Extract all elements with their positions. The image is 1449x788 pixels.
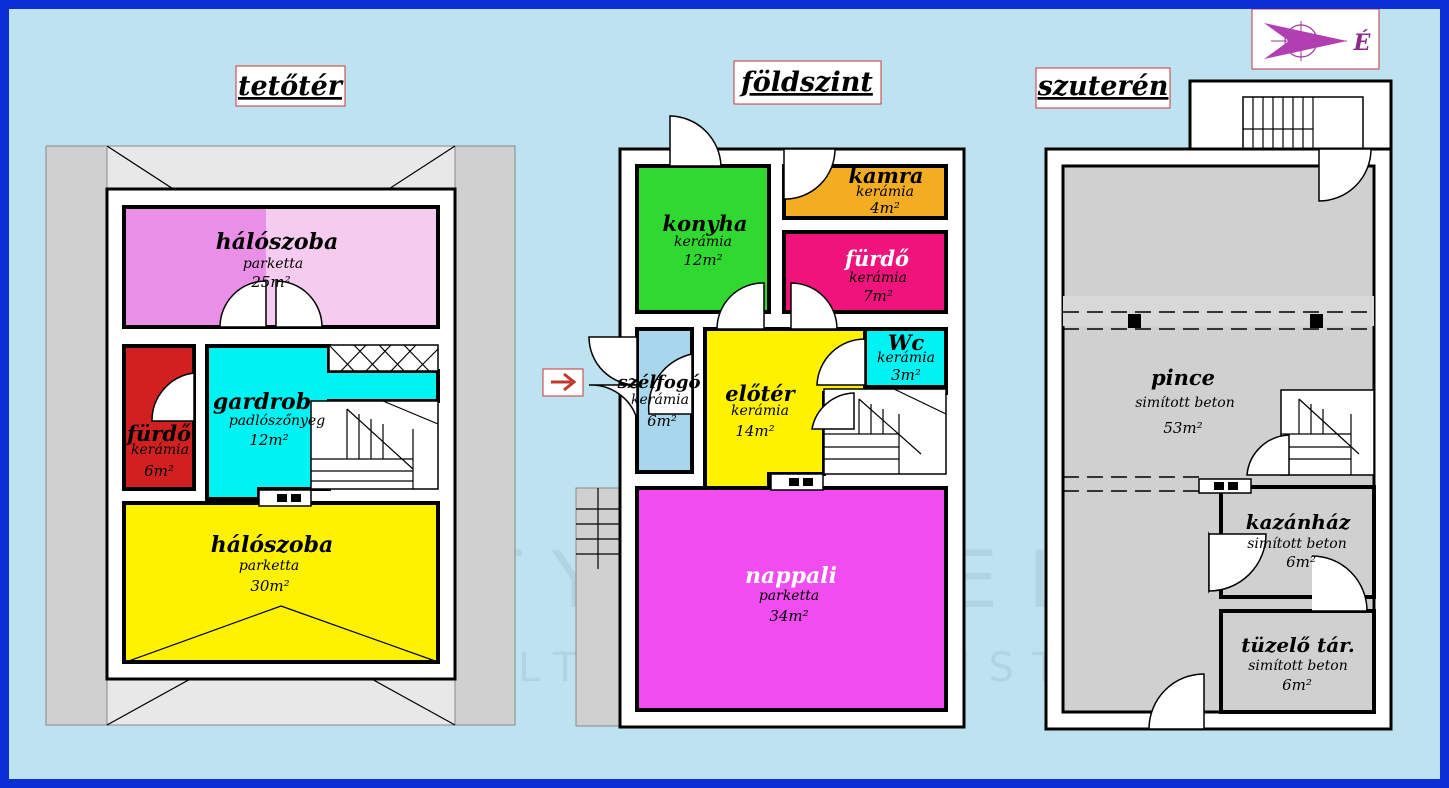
room-material: kerámia (877, 350, 935, 366)
arrow-right-icon (551, 372, 577, 392)
room-material: simított beton (1248, 658, 1348, 674)
room-name: konyha (663, 211, 748, 236)
room-name: kamra (848, 163, 923, 188)
room-area: 6m² (647, 412, 677, 430)
room-area: 3m² (891, 366, 921, 384)
room-area: 12m² (683, 251, 722, 269)
attic-stairs (310, 344, 439, 490)
ground-door-icon (811, 392, 855, 430)
basement-door-icon (1208, 533, 1267, 592)
basement-door-icon (1148, 673, 1205, 730)
room-name: előtér (725, 381, 796, 406)
ground-door-icon (816, 338, 866, 386)
basement-chimney (1198, 478, 1252, 494)
compass-label: É (1353, 29, 1372, 56)
room-name: gardrob (213, 389, 311, 415)
room-material: parketta (759, 588, 819, 604)
ground-door-icon (716, 282, 765, 330)
room-name: pince (1151, 365, 1215, 390)
attic-door-icon (219, 280, 267, 328)
room-material: simított beton (1247, 536, 1347, 552)
room-name: hálószoba (216, 229, 338, 255)
basement-fuel-storage (1219, 609, 1376, 714)
room-area: 4m² (869, 199, 900, 217)
floor-plan-drawing: CITYCARTEL REALTY SPECIALIST tetőtér (45, 9, 1393, 731)
room-area: 6m² (1282, 676, 1312, 694)
room-area: 12m² (249, 431, 288, 449)
basement-stairs (1280, 389, 1375, 476)
ground-door-icon (790, 282, 838, 330)
floor-plan-frame: CITYCARTEL REALTY SPECIALIST tetőtér (9, 9, 1440, 779)
ground-door-icon (783, 148, 836, 200)
room-area: 30m² (250, 577, 289, 595)
room-area: 53m² (1163, 419, 1202, 437)
room-area: 34m² (769, 607, 808, 625)
basement-title-box (1035, 67, 1171, 109)
compass-arrow-icon (1264, 23, 1347, 59)
room-material: kerámia (856, 184, 914, 200)
ground-living-room (635, 486, 948, 712)
room-material: kerámia (731, 403, 789, 419)
room-name: tüzelő tár. (1241, 633, 1355, 657)
ground-title-box (733, 60, 882, 105)
compass: É (1251, 9, 1380, 70)
room-name: fürdő (843, 246, 909, 271)
ground-entrance-door-icon (588, 384, 638, 420)
basement-pillar (1128, 314, 1141, 328)
room-material: parketta (239, 558, 299, 574)
room-material: simított beton (1135, 395, 1235, 411)
basement-door-icon (1311, 555, 1368, 612)
ground-title: földszint (739, 67, 873, 98)
room-area: 14m² (735, 422, 774, 440)
room-material: kerámia (631, 392, 689, 408)
room-name: Wc (888, 330, 925, 355)
attic-title-box (235, 65, 346, 107)
room-area: 25m² (250, 273, 290, 291)
room-name: szélfogó (617, 372, 701, 393)
room-material: kerámia (849, 270, 907, 286)
floor-attic: tetőtér hálószoba parketta 25m² fü (45, 65, 516, 726)
ground-door-icon (669, 115, 722, 167)
room-name: nappali (745, 563, 837, 589)
basement-pillar (1310, 314, 1323, 328)
room-material: kerámia (131, 442, 189, 458)
ground-door-icon (647, 353, 693, 415)
floor-basement: szuterén pince simított beton 53m² kazán… (1035, 67, 1393, 731)
room-area: 7m² (863, 287, 893, 305)
ground-terrace (575, 487, 621, 727)
attic-door-icon (151, 372, 195, 422)
attic-door-icon (275, 280, 323, 328)
room-material: padlószőnyeg (229, 413, 325, 429)
basement-door-icon (1318, 148, 1372, 202)
floor-ground: földszint konyha kerámia 12 (542, 60, 966, 729)
attic-title: tetőtér (238, 71, 344, 102)
room-name: fürdő (125, 421, 191, 446)
room-area: 6m² (144, 462, 174, 480)
room-material: parketta (243, 256, 303, 272)
room-name: kazánház (1246, 510, 1351, 534)
basement-title: szuterén (1037, 71, 1169, 102)
entrance-arrow (542, 368, 584, 397)
room-name: hálószoba (211, 532, 333, 558)
basement-door-icon (1246, 434, 1290, 476)
room-material: kerámia (674, 234, 732, 250)
room-area: 6m² (1286, 553, 1316, 571)
